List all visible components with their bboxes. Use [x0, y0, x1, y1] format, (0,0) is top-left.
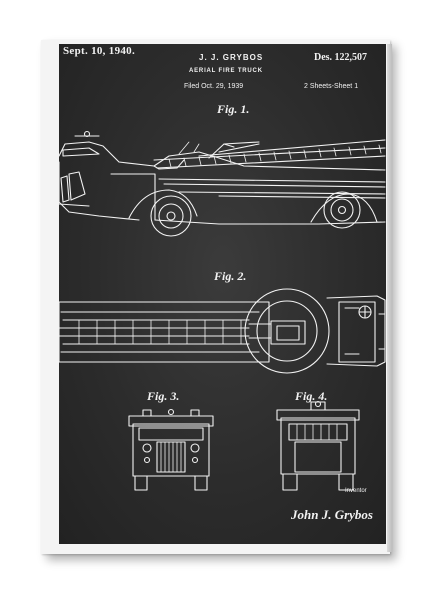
- figure-1-label: Fig. 1.: [217, 102, 250, 116]
- fig3-front-view-drawing: [128, 408, 214, 491]
- fig4-rear-view-drawing: [276, 400, 360, 491]
- patent-number: Des. 122,507: [314, 52, 368, 63]
- patent-date: Sept. 10, 1940.: [63, 45, 136, 57]
- fire-truck-drawings: [59, 130, 386, 491]
- patent-title: AERIAL FIRE TRUCK: [189, 68, 263, 74]
- fig1-side-view-drawing: [59, 130, 386, 237]
- patent-inventor: J. J. GRYBOS: [199, 53, 264, 62]
- frame-side-edge: [387, 44, 392, 552]
- figure-4-label: Fig. 4.: [295, 389, 328, 403]
- inventor-label: Inventor: [345, 488, 367, 494]
- figure-2-label: Fig. 2.: [214, 269, 247, 283]
- patent-sheets: 2 Sheets-Sheet 1: [304, 83, 359, 90]
- patent-filed-date: Filed Oct. 29, 1939: [184, 83, 244, 90]
- patent-print: Sept. 10, 1940. J. J. GRYBOS Des. 122,50…: [59, 44, 386, 544]
- fig2-top-view-drawing: [59, 288, 386, 374]
- figure-3-label: Fig. 3.: [147, 389, 180, 403]
- inventor-signature: John J. Grybos: [291, 507, 373, 522]
